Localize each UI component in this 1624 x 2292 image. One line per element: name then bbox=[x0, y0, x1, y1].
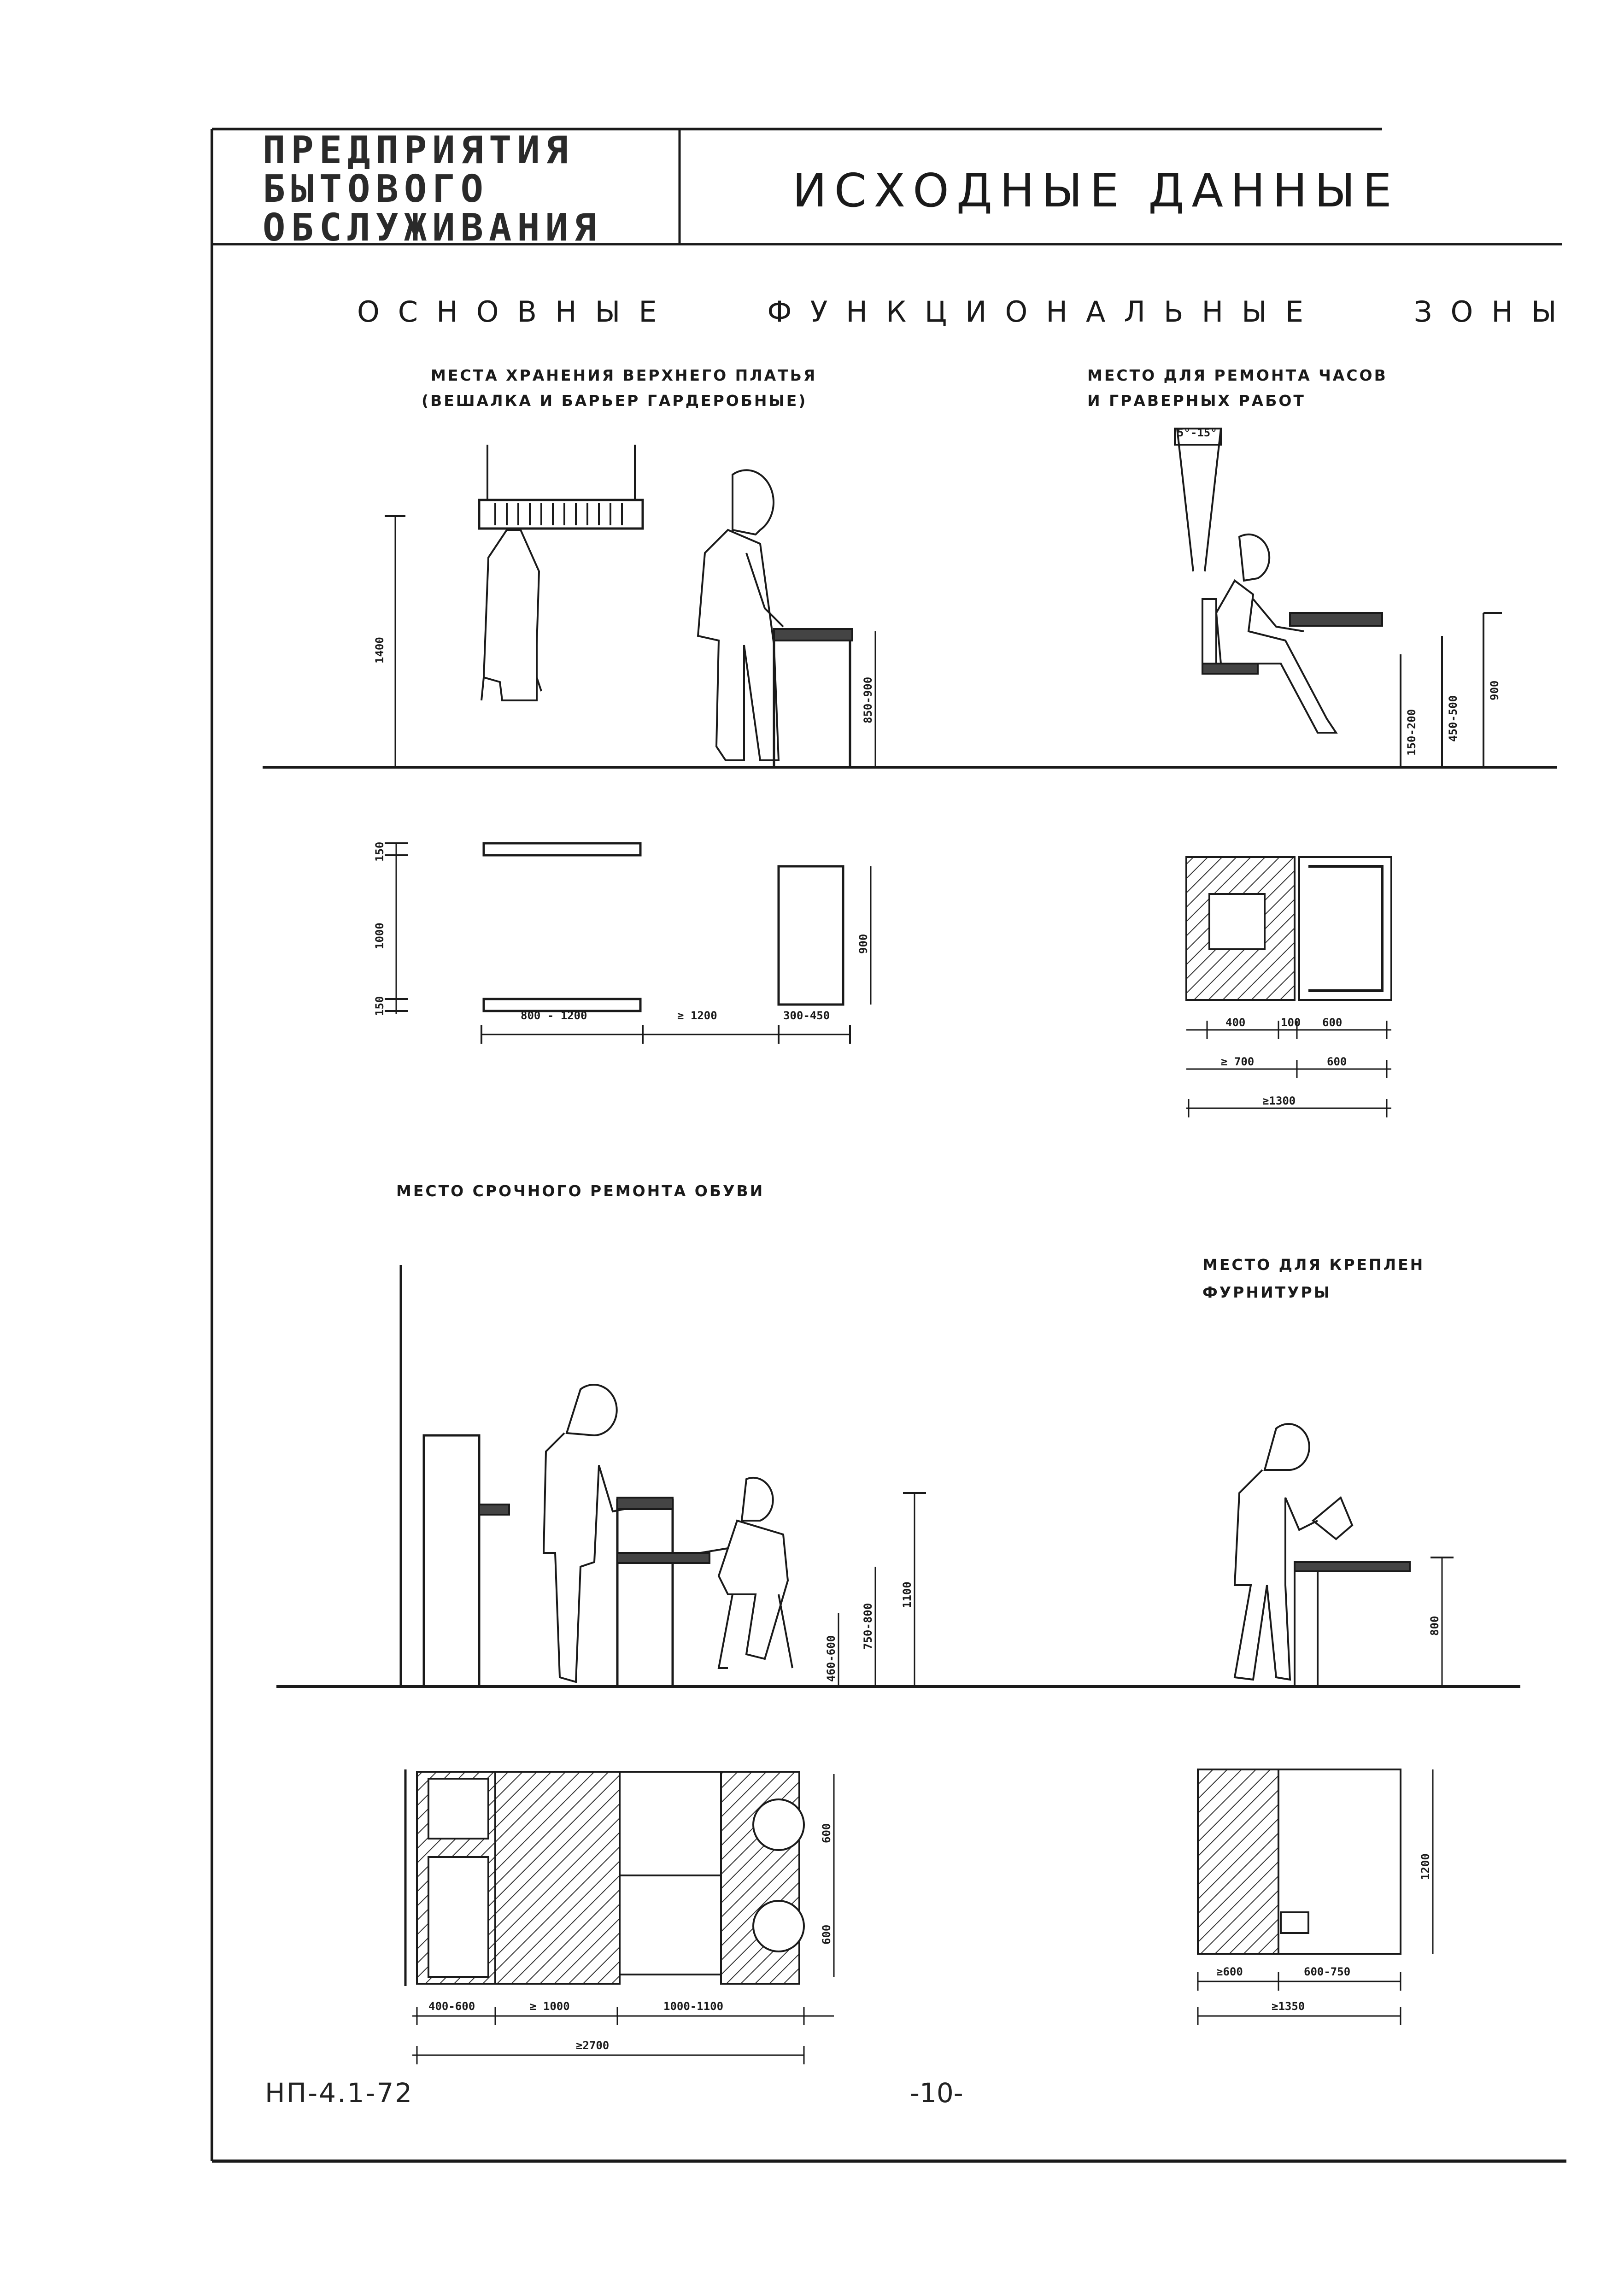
fittings-label-line1: МЕСТО ДЛЯ КРЕПЛЕН bbox=[1202, 1256, 1425, 1274]
dim-plan-w1: 400-600 bbox=[428, 2000, 475, 2013]
cloakroom-label-line2: (ВЕШАЛКА И БАРЬЕР ГАРДЕРОБНЫЕ) bbox=[422, 392, 808, 410]
dim-fittings-table: 800 bbox=[1428, 1616, 1441, 1636]
watch-repair-label-line1: МЕСТО ДЛЯ РЕМОНТА ЧАСОВ bbox=[1087, 366, 1388, 384]
dim-table-height: 900 bbox=[1488, 680, 1501, 700]
dim-seat-height: 450-500 bbox=[1447, 695, 1460, 742]
shoe-repair-label: МЕСТО СРОЧНОГО РЕМОНТА ОБУВИ bbox=[396, 1182, 765, 1200]
fittings-label-line2: ФУРНИТУРЫ bbox=[1202, 1283, 1331, 1301]
dim-workbench: 750-800 bbox=[862, 1603, 874, 1650]
shoe-repair-elevation bbox=[276, 1265, 1520, 1688]
fittings-elevation bbox=[1233, 1423, 1454, 1687]
dim-plan-w2: ≥ 1000 bbox=[530, 2000, 570, 2013]
shoe-repair-plan bbox=[404, 1769, 835, 2064]
dim-plan-400: 400 bbox=[1225, 1016, 1246, 1029]
brand-stamp: ПРЕДПРИЯТИЯ БЫТОВОГО ОБСЛУЖИВАНИЯ bbox=[263, 131, 602, 247]
document-code: НП-4.1-72 bbox=[265, 2077, 414, 2109]
watch-repair-elevation bbox=[1174, 428, 1502, 767]
page-number: -10- bbox=[910, 2077, 963, 2109]
dim-fittings-w1: ≥600 bbox=[1216, 1965, 1243, 1978]
dim-footrest: 150-200 bbox=[1405, 709, 1418, 756]
dim-hanger-height: 1400 bbox=[373, 637, 386, 664]
section-title: ОСНОВНЫЕ ФУНКЦИОНАЛЬНЫЕ ЗОНЫ bbox=[357, 295, 1575, 329]
dim-plan-h1: 600 bbox=[820, 1823, 833, 1843]
dim-plan-100: 100 bbox=[1281, 1016, 1301, 1029]
dim-plan-700: ≥ 700 bbox=[1221, 1055, 1255, 1068]
dim-plan-w3: 1000-1100 bbox=[663, 2000, 724, 2013]
brand-line-2: БЫТОВОГО bbox=[263, 167, 489, 211]
dim-fittings-w2: 600-750 bbox=[1304, 1965, 1351, 1978]
dim-fittings-depth: 1200 bbox=[1419, 1853, 1432, 1880]
dim-aisle: ≥ 1200 bbox=[677, 1009, 717, 1022]
fittings-plan bbox=[1197, 1769, 1434, 2025]
dim-fittings-total: ≥1350 bbox=[1272, 2000, 1305, 2013]
sheet-frame bbox=[211, 128, 1566, 2163]
dim-counter: 1100 bbox=[901, 1581, 914, 1608]
dim-plan-total: ≥2700 bbox=[576, 2039, 610, 2052]
cloakroom-elevation bbox=[263, 445, 1557, 769]
dim-plan-600: 600 bbox=[1322, 1016, 1343, 1029]
dim-bar-width-top: 150 bbox=[373, 841, 386, 862]
dim-angle: 5°-15° bbox=[1177, 426, 1217, 439]
page-title: ИСХОДНЫЕ ДАННЫЕ bbox=[792, 164, 1399, 217]
dim-plan-depth: 1000 bbox=[373, 923, 386, 949]
dim-plan-total: ≥1300 bbox=[1262, 1094, 1296, 1107]
dim-counter-height: 850-900 bbox=[862, 676, 874, 723]
dim-counter-length: 900 bbox=[857, 934, 870, 954]
dim-counter-depth: 300-450 bbox=[783, 1009, 830, 1022]
dim-seat: 460-600 bbox=[825, 1635, 838, 1682]
brand-line-1: ПРЕДПРИЯТИЯ bbox=[263, 129, 574, 172]
watch-repair-label-line2: И ГРАВЕРНЫХ РАБОТ bbox=[1087, 392, 1306, 410]
dim-plan-h2: 600 bbox=[820, 1924, 833, 1945]
brand-line-3: ОБСЛУЖИВАНИЯ bbox=[263, 206, 602, 250]
cloakroom-label-line1: МЕСТА ХРАНЕНИЯ ВЕРХНЕГО ПЛАТЬЯ bbox=[431, 366, 817, 384]
dim-hanger-length: 800 - 1200 bbox=[521, 1009, 587, 1022]
watch-repair-plan bbox=[1185, 856, 1392, 1117]
dim-plan-600b: 600 bbox=[1327, 1055, 1347, 1068]
cloakroom-plan bbox=[385, 842, 872, 1044]
dim-bar-width-bottom: 150 bbox=[373, 996, 386, 1016]
